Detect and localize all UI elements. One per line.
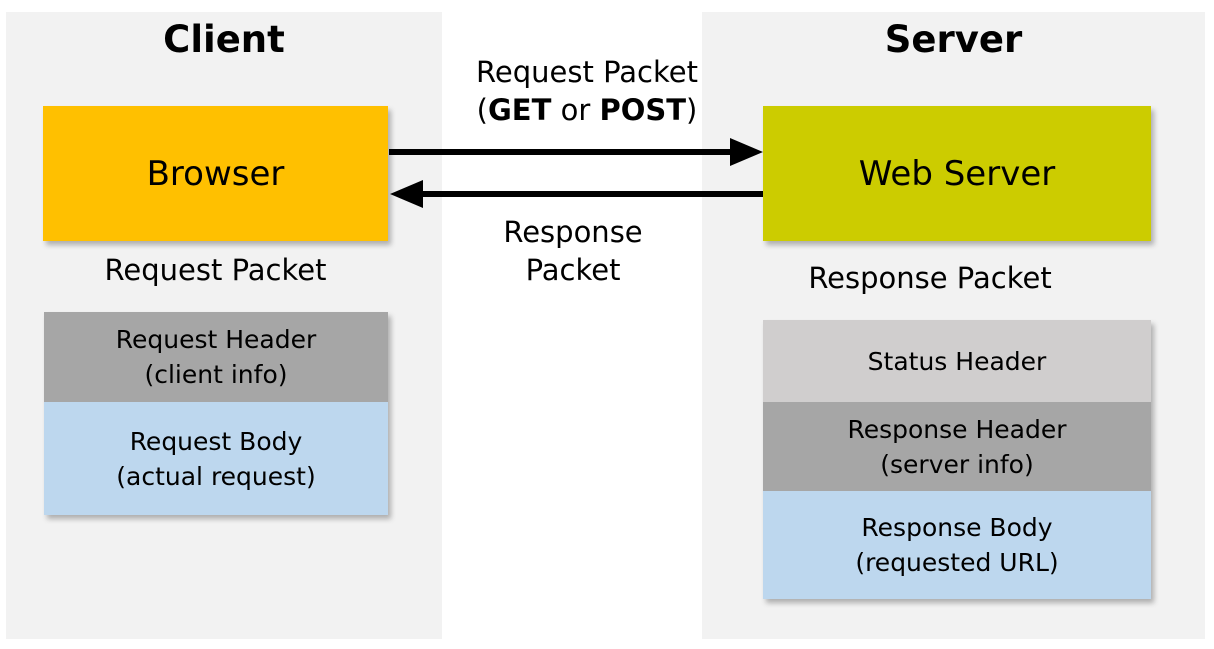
response-header-title: Response Header xyxy=(847,414,1067,444)
request-body-title: Request Body xyxy=(129,426,303,456)
browser-label: Browser xyxy=(146,153,285,194)
or-word: or xyxy=(551,93,600,127)
response-arrow-label-line1: Response xyxy=(503,215,643,249)
response-body-title: Response Body xyxy=(861,513,1053,542)
response-header-block: Response Header (server info) xyxy=(763,402,1151,491)
client-title: Client xyxy=(163,18,285,61)
response-body-block: Response Body (requested URL) xyxy=(763,491,1151,599)
server-title: Server xyxy=(884,18,1023,61)
request-header-title: Request Header xyxy=(115,325,317,354)
request-body-note: (actual request) xyxy=(116,461,316,491)
status-header-block: Status Header xyxy=(763,320,1151,402)
request-packet-caption: Request Packet xyxy=(104,253,327,287)
open-paren: ( xyxy=(476,93,488,127)
get-method: GET xyxy=(487,93,552,127)
request-arrow-label: Request Packet (GET or POST) xyxy=(442,53,732,129)
response-arrow-label: Response Packet xyxy=(443,213,703,289)
request-packet-stack: Request Header (client info) Request Bod… xyxy=(44,312,388,515)
request-arrow xyxy=(389,138,763,166)
response-body-note: (requested URL) xyxy=(855,548,1059,577)
request-header-block: Request Header (client info) xyxy=(44,312,388,402)
response-arrow-head xyxy=(390,180,423,208)
response-header-note: (server info) xyxy=(880,449,1034,479)
response-packet-caption: Response Packet xyxy=(808,261,1052,295)
request-header-note: (client info) xyxy=(144,360,288,389)
request-arrow-head xyxy=(730,138,763,166)
post-method: POST xyxy=(599,93,687,127)
close-paren: ) xyxy=(686,93,698,127)
response-arrow-label-line2: Packet xyxy=(525,253,621,287)
status-header-title: Status Header xyxy=(867,346,1047,376)
request-arrow-label-line1: Request Packet xyxy=(476,55,698,89)
request-arrow-label-line2: (GET or POST) xyxy=(442,91,732,129)
web-server-box: Web Server xyxy=(763,106,1151,241)
web-server-label: Web Server xyxy=(858,153,1056,194)
response-packet-stack: Status Header Response Header (server in… xyxy=(763,320,1151,599)
request-body-block: Request Body (actual request) xyxy=(44,402,388,515)
browser-box: Browser xyxy=(43,106,388,241)
response-arrow xyxy=(390,180,763,208)
